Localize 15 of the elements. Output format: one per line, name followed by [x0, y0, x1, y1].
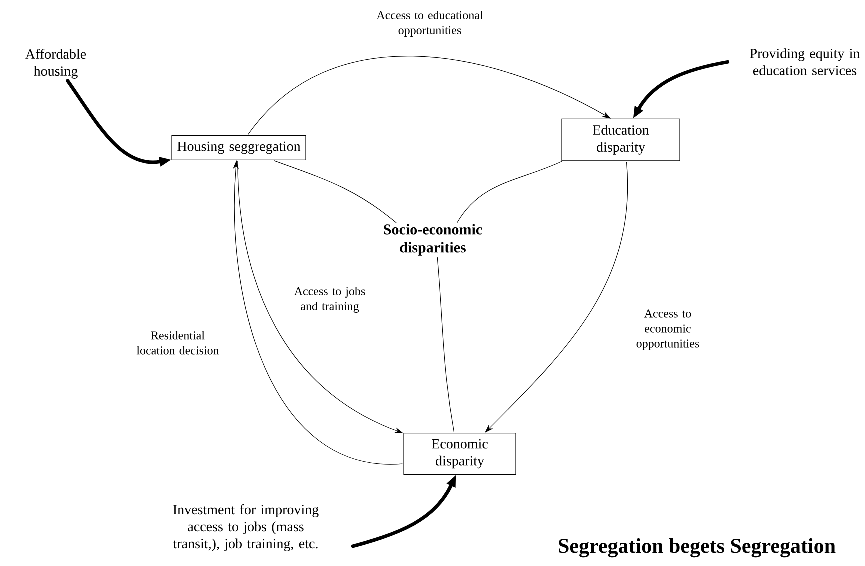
process-box: Housing seggregation: [172, 136, 306, 160]
edge-label: Access to educational opportunities: [376, 11, 484, 37]
process-box: Education disparity: [562, 118, 680, 162]
title: Segregation begets Segregation: [559, 538, 836, 558]
input-label: Investment for improving access to jobs (mass transit,), job training, etc.: [173, 504, 319, 552]
process-box: Economic disparity: [404, 433, 516, 475]
connector-line: [437, 256, 455, 432]
center-label: Socio-economic disparities: [384, 224, 482, 256]
connector-line: [274, 160, 397, 224]
edge-label: Access to jobs and training: [294, 287, 366, 313]
input-label: Providing equity in education services: [750, 48, 860, 76]
input-label: Affordable housing: [26, 49, 86, 79]
edge-label: Residential location decision: [136, 331, 220, 355]
connector-line: [457, 161, 562, 224]
edge-label: Access to economic opportunities: [636, 310, 700, 350]
